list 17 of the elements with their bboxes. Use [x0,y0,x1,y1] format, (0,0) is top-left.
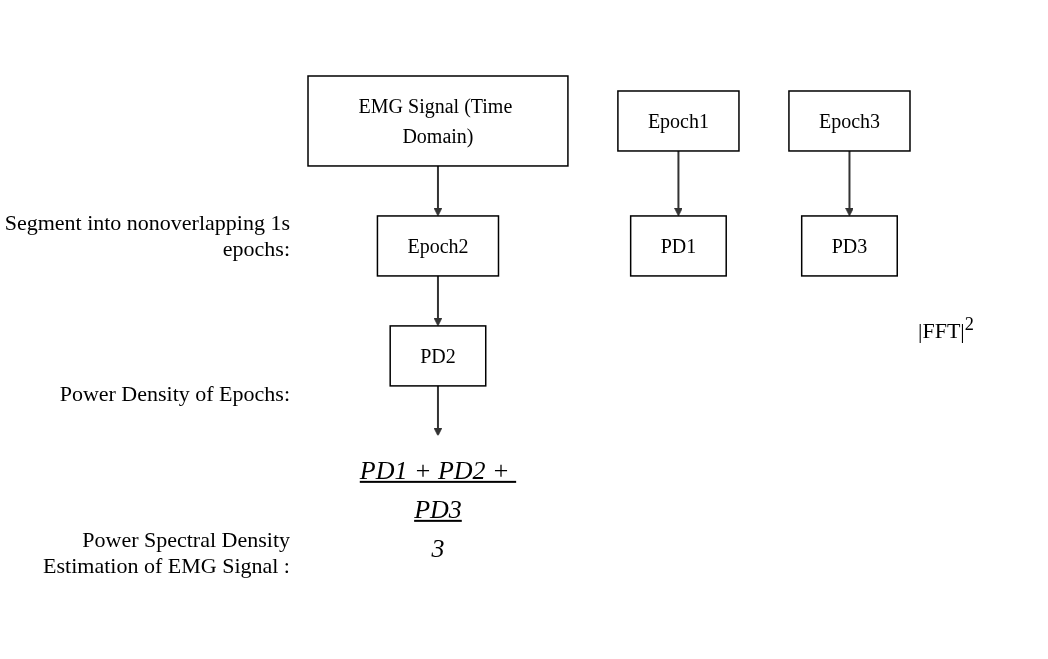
step-label: Power Density of Epochs: [58,381,291,408]
arrow [433,275,443,327]
arrow [433,165,443,217]
arrow [674,150,683,217]
step-label: Power Spectral Density Estimation of EMG Signal : [42,527,291,580]
arrow [433,384,443,437]
node-box: EMG Signal (Time Domain) [307,75,569,167]
node-box: Epoch2 [376,215,500,277]
formula-annotation: |FFT|$^{2}$ [918,314,974,345]
node-box: Epoch3 [788,90,911,152]
node-box: PD1 [629,215,727,277]
node-box: PD2 [389,325,487,387]
step-label: Segment into nonoverlapping 1s epochs: [3,209,291,262]
arrow [845,150,854,217]
node-box: Epoch1 [617,90,740,152]
node-box: PD3 [800,215,898,277]
node-text: PD1 + PD2 + PD3 3 [359,455,510,563]
